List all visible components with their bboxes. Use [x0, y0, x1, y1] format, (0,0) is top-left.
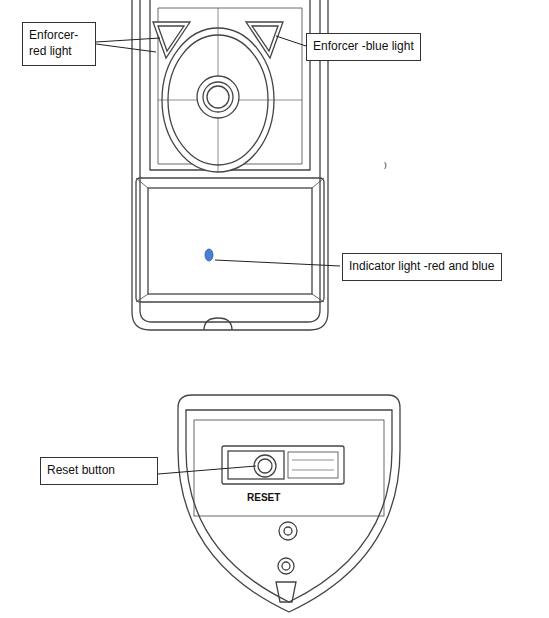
leader-lines [96, 36, 340, 474]
callout-text: Enforcer-red light [29, 28, 89, 59]
callout-text: Indicator light -red and blue [349, 259, 495, 275]
sensor-front [132, 0, 328, 330]
callout-text: Reset button [47, 463, 151, 479]
callout-box: Enforcer-red light [22, 22, 96, 66]
stray-mark: ) [384, 160, 387, 169]
callout-box: Indicator light -red and blue [342, 253, 502, 281]
callout-box: Enforcer -blue light [306, 33, 421, 61]
indicator-dot [205, 249, 213, 261]
callout-box: Reset button [40, 457, 158, 485]
device-marking: RESET [247, 492, 280, 503]
callout-text: Enforcer -blue light [313, 39, 414, 55]
sensor-back [178, 395, 400, 612]
